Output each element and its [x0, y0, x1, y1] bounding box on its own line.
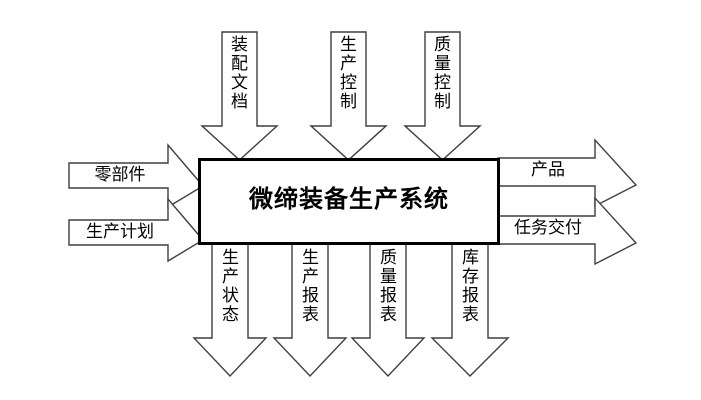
- vertical-label-char: 控: [340, 73, 357, 93]
- mechanism-arrow-4-shape: [430, 243, 510, 377]
- vertical-label-char: 档: [231, 92, 248, 112]
- vertical-label-char: 装: [231, 35, 248, 55]
- control-arrow-3-shape: [403, 31, 482, 161]
- mechanism-label-1: 生产状态: [221, 248, 240, 325]
- vertical-label-char: 存: [462, 267, 479, 287]
- center-box-label: 微缔装备生产系统: [249, 185, 449, 213]
- vertical-label-char: 文: [231, 73, 248, 93]
- vertical-label-char: 质: [434, 35, 451, 55]
- vertical-label-char: 生: [302, 248, 319, 268]
- input-arrow-2-shape: [68, 197, 205, 263]
- mechanism-label-3: 质量报表: [379, 248, 398, 325]
- center-system-box: [198, 158, 500, 245]
- vertical-label-char: 表: [302, 305, 319, 325]
- output-label-1: 产品: [531, 160, 565, 180]
- vertical-label-char: 报: [462, 286, 479, 306]
- vertical-label-char: 表: [380, 305, 397, 325]
- vertical-label-char: 生: [222, 248, 239, 268]
- vertical-label-char: 量: [434, 54, 451, 74]
- output-label-2: 任务交付: [514, 218, 582, 238]
- output-arrow-2-shape: [497, 196, 638, 266]
- input-arrow-1-shape: [68, 143, 205, 209]
- mechanism-arrow-3-shape: [350, 243, 426, 378]
- vertical-label-char: 制: [434, 92, 451, 112]
- mechanism-arrow-1-shape: [192, 243, 268, 378]
- vertical-label-char: 配: [231, 54, 248, 74]
- input-label-1: 零部件: [94, 165, 146, 185]
- vertical-label-char: 生: [340, 35, 357, 55]
- vertical-label-char: 产: [340, 54, 357, 74]
- input-label-2: 生产计划: [86, 222, 154, 242]
- mechanism-arrow-2-shape: [272, 243, 348, 378]
- mechanism-label-2: 生产报表: [301, 248, 320, 325]
- vertical-label-char: 产: [222, 267, 239, 287]
- control-label-1: 装配文档: [230, 35, 249, 112]
- vertical-label-char: 报: [380, 286, 397, 306]
- mechanism-label-4: 库存报表: [461, 248, 480, 325]
- vertical-label-char: 报: [302, 286, 319, 306]
- vertical-label-char: 制: [340, 92, 357, 112]
- vertical-label-char: 库: [462, 248, 479, 268]
- vertical-label-char: 量: [380, 267, 397, 287]
- vertical-label-char: 产: [302, 267, 319, 287]
- vertical-label-char: 态: [222, 305, 239, 325]
- vertical-label-char: 质: [380, 248, 397, 268]
- control-arrow-2-shape: [309, 31, 388, 161]
- vertical-label-char: 状: [222, 286, 239, 306]
- vertical-label-char: 控: [434, 73, 451, 93]
- control-arrow-1-shape: [200, 31, 279, 161]
- vertical-label-char: 表: [462, 305, 479, 325]
- output-arrow-1-shape: [497, 138, 638, 208]
- control-label-2: 生产控制: [339, 35, 358, 112]
- control-label-3: 质量控制: [433, 35, 452, 112]
